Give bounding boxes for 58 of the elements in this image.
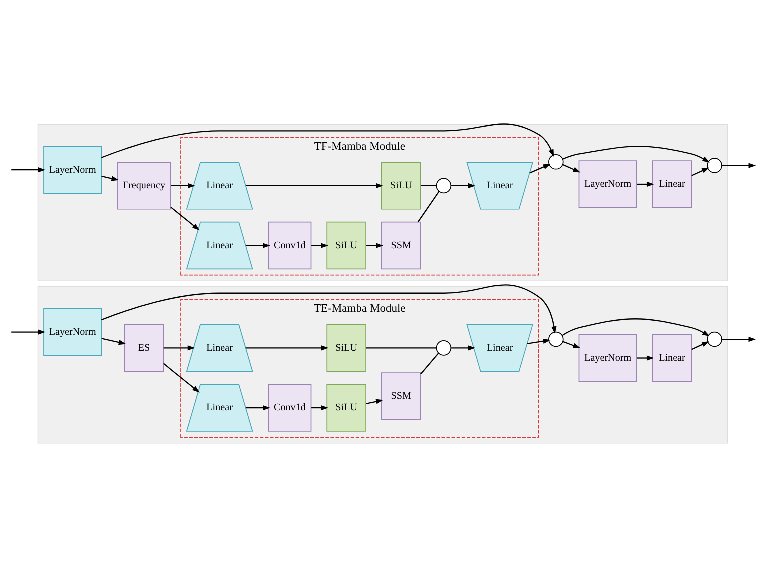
arrow [164,345,196,350]
arrow [102,338,126,345]
node-circle [548,331,564,347]
node-box: SSM [381,372,422,420]
node-box: SiLU [381,162,422,210]
arrow [246,242,270,248]
arrow [163,362,200,392]
arrow [451,345,476,350]
arrow [246,345,329,350]
node-circle [548,154,564,170]
arrow [530,164,551,174]
node-box: Linear [652,160,692,208]
node-box: Conv1d [268,384,312,432]
arrow [451,182,476,188]
connector [420,352,440,374]
arrow [562,164,581,172]
arrow [246,404,270,410]
arrow [637,355,654,360]
arrow [366,242,384,248]
node-circle [436,178,452,194]
arrow [101,284,557,334]
connector [366,347,437,348]
node-box: LayerNorm [578,334,638,382]
arrow [12,167,46,172]
arrow [527,338,551,344]
node-box: SSM [381,221,422,270]
node-box: Conv1d [268,221,312,270]
arrow [312,404,329,410]
arrow [562,340,581,348]
arrow [692,341,710,350]
arrow [366,398,384,404]
arrow [722,162,756,168]
arrow [102,175,120,181]
connector [420,184,437,186]
arrow [101,123,554,158]
arrow [12,329,46,334]
node-box: SiLU [326,221,366,270]
arrow [637,181,654,187]
node-box: Frequency [117,162,172,210]
node-box: SiLU [326,324,366,372]
arrow [562,318,710,336]
node-circle [707,158,722,173]
node-circle [436,340,452,356]
arrow [246,182,384,188]
arrow [722,336,756,342]
connector [418,190,440,222]
node-box: LayerNorm [578,160,638,208]
node-box: Linear [652,334,692,382]
node-box: SiLU [326,384,366,432]
node-circle [707,331,722,347]
arrow [312,242,329,248]
arrow [562,146,710,162]
node-box: LayerNorm [44,146,102,194]
arrow [171,182,196,188]
node-box: ES [124,324,164,372]
arrow [692,167,710,176]
arrow [170,206,200,230]
node-box: LayerNorm [44,308,102,356]
